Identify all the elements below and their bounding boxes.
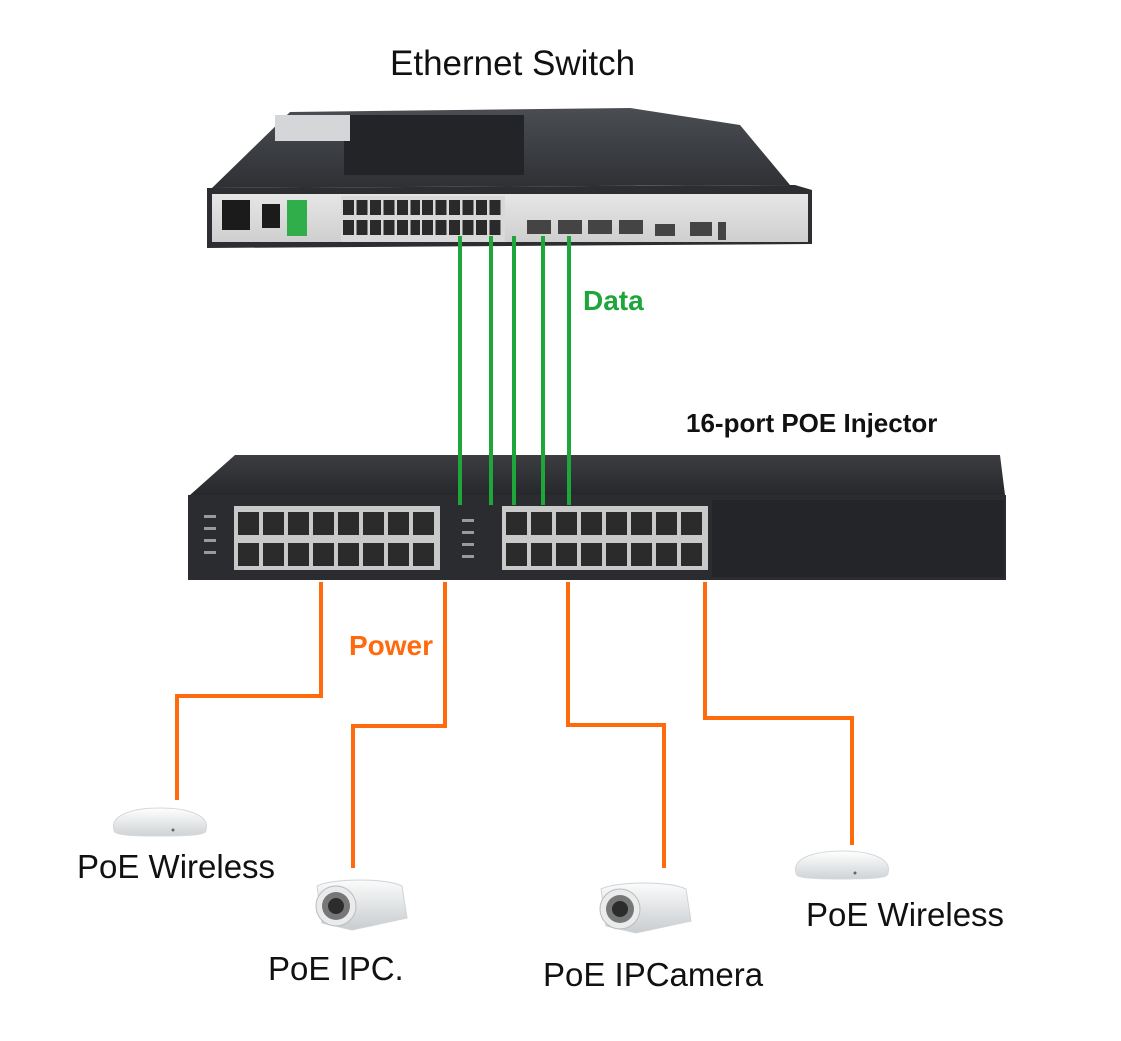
injector-port bbox=[581, 512, 602, 535]
power-link-line bbox=[351, 582, 447, 868]
injector-port bbox=[413, 512, 434, 535]
switch-port bbox=[397, 200, 408, 215]
injector-rj45-ports bbox=[234, 506, 708, 570]
injector-port bbox=[531, 512, 552, 535]
power-link-line bbox=[566, 582, 666, 868]
injector-port bbox=[413, 543, 434, 566]
switch-port bbox=[356, 200, 368, 215]
injector-port bbox=[581, 543, 602, 566]
switch-rj45-ports bbox=[341, 196, 505, 242]
ethernet-switch-icon bbox=[207, 108, 812, 248]
switch-port bbox=[435, 200, 447, 215]
injector-port bbox=[556, 512, 577, 535]
injector-port bbox=[313, 543, 334, 566]
power-links bbox=[175, 582, 854, 868]
switch-port bbox=[370, 200, 381, 215]
switch-port bbox=[410, 220, 422, 235]
injector-port bbox=[313, 512, 334, 535]
poe-injector-label: 16-port POE Injector bbox=[686, 408, 938, 438]
switch-port bbox=[410, 200, 422, 215]
switch-port bbox=[343, 220, 354, 235]
power-link-line bbox=[175, 582, 323, 800]
injector-port bbox=[681, 512, 702, 535]
injector-port bbox=[288, 512, 309, 535]
device-label: PoE Wireless bbox=[77, 848, 276, 885]
injector-port bbox=[238, 512, 259, 535]
injector-port bbox=[506, 512, 527, 535]
wireless-ap-icon bbox=[795, 850, 889, 880]
injector-port bbox=[631, 543, 652, 566]
switch-port bbox=[356, 220, 368, 235]
switch-port bbox=[489, 220, 501, 235]
switch-port bbox=[476, 220, 487, 235]
power-link-label: Power bbox=[349, 630, 434, 661]
device-label: PoE IPCamera bbox=[543, 956, 764, 993]
wireless-ap-icon bbox=[113, 807, 207, 837]
injector-port bbox=[388, 543, 409, 566]
switch-port bbox=[397, 220, 408, 235]
injector-port bbox=[531, 543, 552, 566]
ip-camera-icon bbox=[599, 882, 692, 934]
injector-port bbox=[338, 543, 359, 566]
switch-port bbox=[462, 220, 474, 235]
switch-port bbox=[383, 220, 395, 235]
switch-port bbox=[422, 200, 433, 215]
switch-port bbox=[462, 200, 474, 215]
switch-port bbox=[449, 220, 460, 235]
switch-port bbox=[343, 200, 354, 215]
switch-port bbox=[370, 220, 381, 235]
poe-injector-icon bbox=[188, 455, 1006, 580]
injector-port bbox=[606, 512, 627, 535]
data-links bbox=[458, 236, 571, 505]
injector-port bbox=[631, 512, 652, 535]
data-link-label: Data bbox=[583, 285, 644, 316]
ip-camera-icon bbox=[315, 879, 408, 931]
injector-port bbox=[606, 543, 627, 566]
ethernet-switch-label: Ethernet Switch bbox=[390, 44, 636, 83]
switch-port bbox=[449, 200, 460, 215]
injector-port bbox=[388, 512, 409, 535]
switch-port bbox=[383, 200, 395, 215]
switch-port bbox=[476, 200, 487, 215]
injector-port bbox=[556, 543, 577, 566]
device-label: PoE IPC. bbox=[268, 950, 404, 987]
injector-port bbox=[288, 543, 309, 566]
injector-port bbox=[506, 543, 527, 566]
injector-port bbox=[338, 512, 359, 535]
injector-port bbox=[363, 543, 384, 566]
switch-port bbox=[422, 220, 433, 235]
injector-port bbox=[656, 543, 677, 566]
injector-port bbox=[263, 512, 284, 535]
device-label: PoE Wireless bbox=[806, 896, 1005, 933]
injector-port bbox=[681, 543, 702, 566]
injector-port bbox=[656, 512, 677, 535]
injector-port bbox=[263, 543, 284, 566]
switch-port bbox=[435, 220, 447, 235]
injector-port bbox=[363, 512, 384, 535]
switch-port bbox=[489, 200, 501, 215]
power-link-line bbox=[703, 582, 854, 845]
injector-port bbox=[238, 543, 259, 566]
